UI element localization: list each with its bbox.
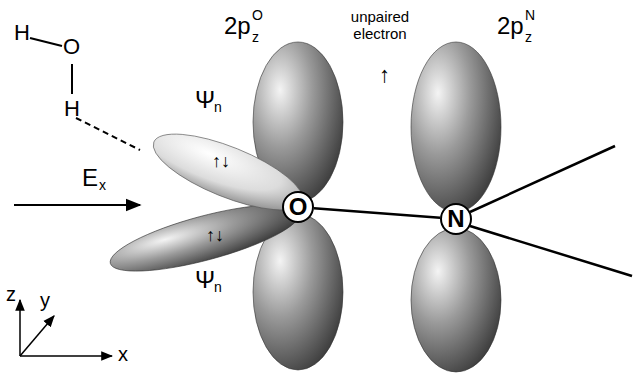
bond-line xyxy=(314,208,440,218)
orbital-superscript: N xyxy=(525,8,535,22)
atom-symbol: N xyxy=(447,207,464,231)
field-label: E xyxy=(82,166,98,190)
orbital-superscript: O xyxy=(252,8,263,22)
axis-label: x xyxy=(118,344,128,364)
atom-label: O xyxy=(63,36,80,58)
axis-label: z xyxy=(6,284,16,304)
atom-label: H xyxy=(64,98,80,120)
orbital-label: Ψ xyxy=(195,268,215,292)
field-subscript: x xyxy=(99,178,106,192)
spin-arrows: ↑↓ xyxy=(212,152,230,170)
axis-label: y xyxy=(40,290,50,310)
orbital-subscript: z xyxy=(252,30,259,44)
spin-arrow: ↑ xyxy=(379,64,390,86)
atom-circle: N xyxy=(440,203,472,235)
orbital-subscript: z xyxy=(525,30,532,44)
atom-label: H xyxy=(14,22,30,44)
atom-symbol: O xyxy=(289,195,308,219)
orbital-label: Ψ xyxy=(195,88,215,112)
atom-circle: O xyxy=(282,191,314,223)
spin-arrows: ↑↓ xyxy=(206,226,224,244)
orbital-subscript: n xyxy=(214,280,222,294)
orbital-label: 2p xyxy=(497,14,524,38)
electron-note: unpaired electron xyxy=(348,8,412,43)
orbital-subscript: n xyxy=(214,100,222,114)
orbital-label: 2p xyxy=(224,14,251,38)
